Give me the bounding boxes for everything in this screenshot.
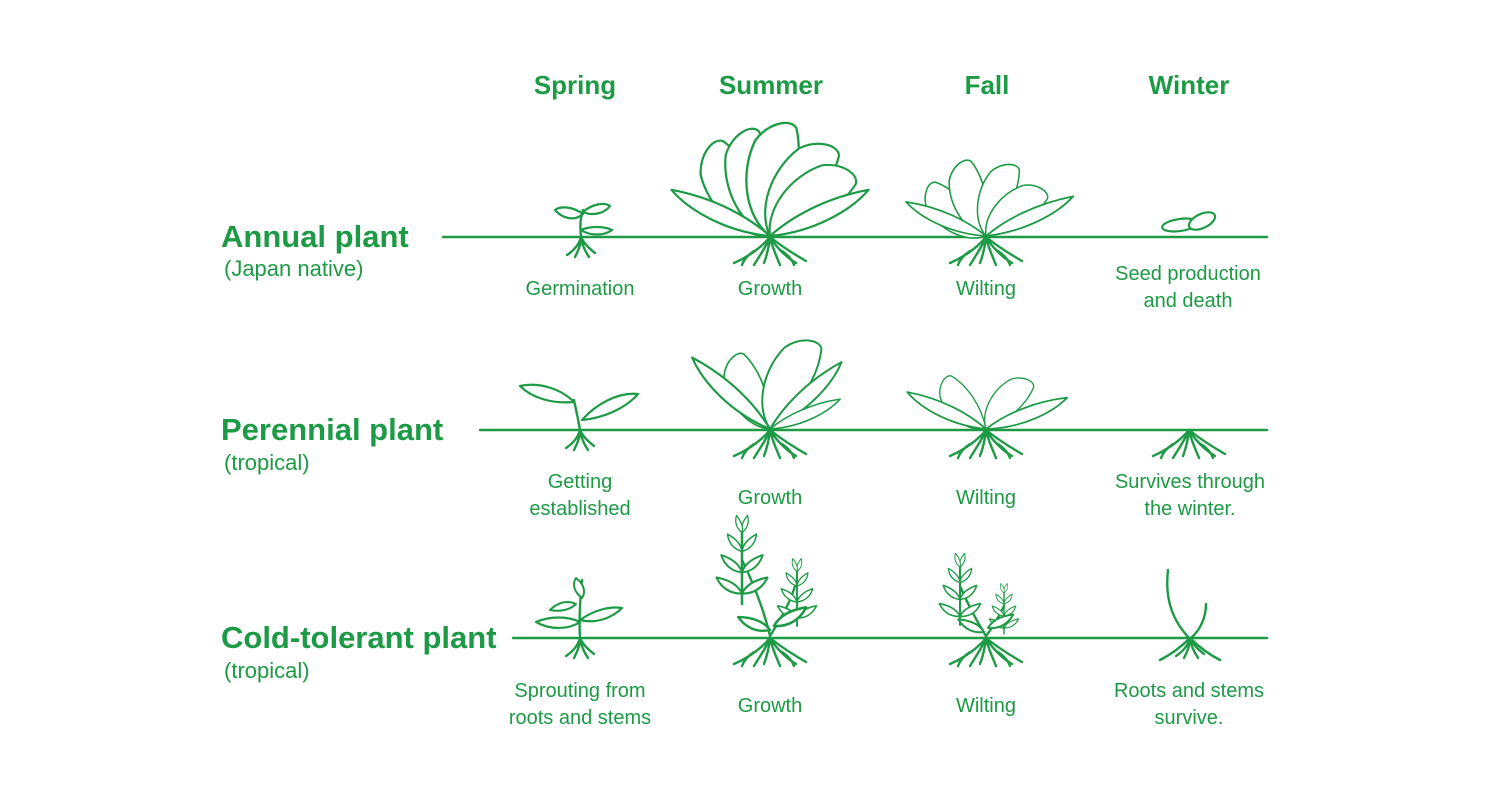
plant-growth-rosette xyxy=(665,120,875,267)
stage-caption: Wilting xyxy=(956,487,1016,509)
seeds-icon xyxy=(1161,211,1217,233)
row-title: Annual plant xyxy=(221,219,409,254)
stage-caption: Growth xyxy=(738,278,802,300)
row-annual-plant: Annual plant (Japan native) xyxy=(221,120,1269,312)
row-subtitle: (tropical) xyxy=(224,658,310,683)
season-header-winter: Winter xyxy=(1149,70,1230,100)
plant-growth-bushy xyxy=(714,515,819,668)
season-header-fall: Fall xyxy=(965,70,1010,100)
row-subtitle: (tropical) xyxy=(224,450,310,475)
row-title: Perennial plant xyxy=(221,412,443,447)
plant-growth-large xyxy=(678,331,856,460)
stage-caption: Wilting xyxy=(956,278,1016,300)
plant-sprouting xyxy=(534,577,624,660)
roots-and-stems-icon xyxy=(1158,568,1222,662)
plant-establishing xyxy=(518,383,640,452)
row-perennial-plant: Perennial plant (tropical) xyxy=(221,331,1269,520)
plant-germination-seedling xyxy=(553,202,614,259)
season-header-summer: Summer xyxy=(719,70,823,100)
stage-caption: Germination xyxy=(526,278,635,300)
roots-icon xyxy=(1151,428,1227,460)
plant-wilting xyxy=(902,367,1070,460)
season-header-spring: Spring xyxy=(534,70,616,100)
plant-wilting-bushy xyxy=(937,553,1024,668)
stage-caption: Growth xyxy=(738,487,802,509)
stage-caption: Wilting xyxy=(956,695,1016,717)
row-title: Cold-tolerant plant xyxy=(221,620,497,655)
stage-caption: Growth xyxy=(738,695,802,717)
plant-wilting-rosette xyxy=(902,156,1080,267)
row-subtitle: (Japan native) xyxy=(224,256,363,281)
row-cold-tolerant-plant: Cold-tolerant plant (tropical) xyxy=(221,515,1269,729)
